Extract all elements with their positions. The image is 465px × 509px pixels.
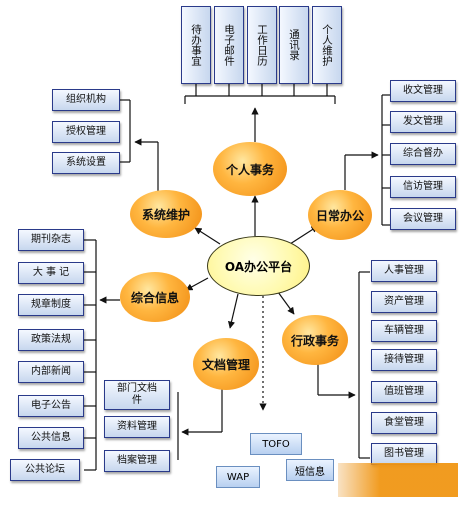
category-info[interactable]: 综合信息 [120,272,190,322]
admin-item-canteen[interactable]: 食堂管理 [371,412,437,434]
daily-item-supervise[interactable]: 综合督办 [390,143,456,165]
daily-item-send[interactable]: 发文管理 [390,111,456,133]
daily-item-petition[interactable]: 信访管理 [390,176,456,198]
info-item-policy[interactable]: 政策法规 [18,329,84,351]
personal-item-todo[interactable]: 待办事宜 [181,6,211,84]
admin-item-library[interactable]: 图书管理 [371,443,437,465]
admin-item-reception[interactable]: 接待管理 [371,349,437,371]
personal-item-email[interactable]: 电子邮件 [214,6,244,84]
info-item-forum[interactable]: 公共论坛 [10,459,80,481]
system-item-auth[interactable]: 授权管理 [52,121,120,143]
docs-item-archive[interactable]: 档案管理 [104,450,170,472]
category-admin[interactable]: 行政事务 [282,315,348,365]
category-daily[interactable]: 日常办公 [308,190,372,240]
channel-wap[interactable]: WAP [216,466,260,488]
docs-item-data[interactable]: 资料管理 [104,416,170,438]
admin-item-vehicles[interactable]: 车辆管理 [371,320,437,342]
daily-item-receive[interactable]: 收文管理 [390,80,456,102]
daily-item-meeting[interactable]: 会议管理 [390,208,456,230]
category-personal[interactable]: 个人事务 [213,142,287,196]
info-item-public[interactable]: 公共信息 [18,427,84,449]
personal-item-calendar[interactable]: 工作日历 [247,6,277,84]
admin-item-assets[interactable]: 资产管理 [371,291,437,313]
channel-sms[interactable]: 短信息 [286,459,334,481]
admin-item-hr[interactable]: 人事管理 [371,260,437,282]
personal-item-maintenance[interactable]: 个人维护 [312,6,342,84]
docs-item-dept[interactable]: 部门文档件 [104,380,170,410]
info-item-news[interactable]: 内部新闻 [18,361,84,383]
admin-item-duty[interactable]: 值班管理 [371,381,437,403]
personal-item-contacts[interactable]: 通讯录 [279,6,309,84]
category-docs[interactable]: 文档管理 [193,338,259,390]
system-item-settings[interactable]: 系统设置 [52,152,120,174]
info-item-bulletin[interactable]: 电子公告 [18,395,84,417]
watermark-logo [338,463,458,497]
info-item-journals[interactable]: 期刊杂志 [18,229,84,251]
center-oa-platform[interactable]: OA办公平台 [207,236,310,296]
info-item-rules[interactable]: 规章制度 [18,294,84,316]
category-system[interactable]: 系统维护 [130,190,202,238]
system-item-org[interactable]: 组织机构 [52,89,120,111]
channel-tofo[interactable]: TOFO [250,433,302,455]
info-item-chronicle[interactable]: 大 事 记 [18,262,84,284]
